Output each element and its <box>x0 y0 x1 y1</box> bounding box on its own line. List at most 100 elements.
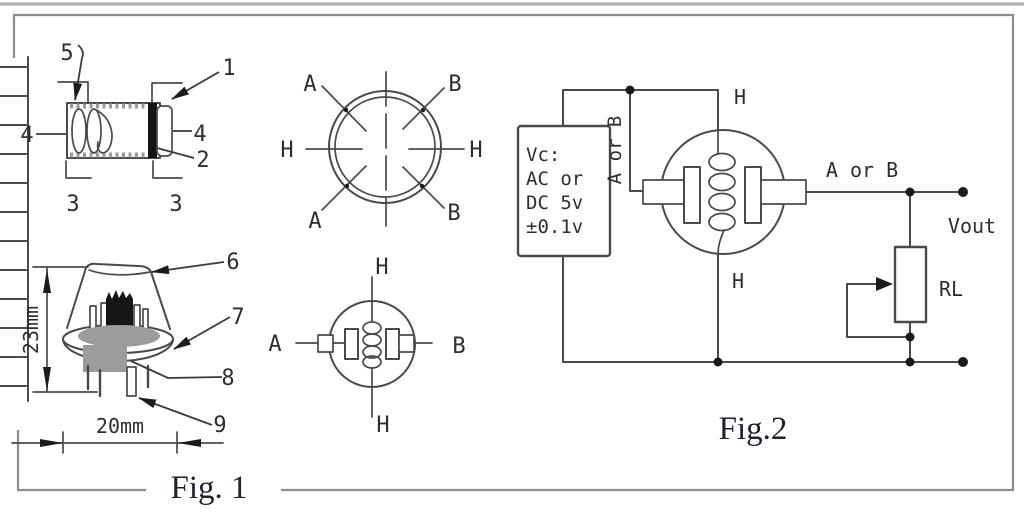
callout-2-leader <box>156 147 195 159</box>
lead-bracket-top-right <box>151 82 183 104</box>
dim-width-label: 20mm <box>96 414 144 438</box>
callout-1-leader <box>171 71 220 100</box>
heater-coil-tail <box>95 109 113 154</box>
pin-side-label-b: B <box>452 334 465 359</box>
pin-side-label-h-top: H <box>375 255 388 280</box>
electrode-plate-right <box>385 328 400 360</box>
lead-bracket-bottom-right <box>152 160 183 179</box>
page-frame <box>0 2 1024 492</box>
coil-loop <box>362 333 382 347</box>
h-label-bottom: H <box>732 269 744 293</box>
callout-7-leader <box>173 316 231 350</box>
load-resistor <box>893 245 928 324</box>
callout-6-label: 6 <box>226 250 239 275</box>
wiper-arrow <box>876 277 893 291</box>
callout-3-left-label: 3 <box>66 192 79 217</box>
pin-a-upper <box>321 85 367 132</box>
junction-dot <box>905 357 915 367</box>
pin-label-a-upper: A <box>303 72 316 97</box>
frame-border-left-bottom <box>16 430 146 492</box>
fig1-pin-layout-top: A B H H A B <box>280 71 483 234</box>
coil-loop <box>708 192 736 212</box>
pin-side-label-a: A <box>268 332 281 357</box>
pin-circle-inner <box>334 96 436 198</box>
dim-height-label: 23mm <box>19 306 43 354</box>
h-label-top: H <box>734 85 746 109</box>
inner-post <box>89 305 97 331</box>
pin-rim-dot <box>344 183 350 189</box>
pin-label-b-lower: B <box>447 201 460 226</box>
heater-coil-loop <box>71 108 87 154</box>
junction-dot <box>713 357 723 367</box>
base-disc <box>78 325 160 347</box>
callout-6-leader <box>151 261 225 275</box>
callout-2-label: 2 <box>196 148 209 173</box>
inner-post <box>142 308 149 331</box>
supply-text-line1: Vc: <box>526 144 560 166</box>
pin-rim-dot <box>420 107 426 113</box>
lead-bracket-bottom-left <box>65 160 92 179</box>
junction-dot <box>905 332 915 342</box>
pin-rim-dot <box>343 107 349 113</box>
dim-arrow-right <box>40 439 63 447</box>
pin-rim-dot <box>419 183 425 189</box>
callout-7-label: 7 <box>231 305 244 330</box>
electrode-bar <box>148 103 157 158</box>
coil-loop <box>362 321 382 335</box>
ceramic-tube-body <box>66 102 161 159</box>
branch-label-a-or-b: A or B <box>604 116 626 185</box>
pin-circle-outer <box>328 90 442 204</box>
callout-4-left-label: 4 <box>20 123 33 148</box>
dim-arrow-left <box>178 439 201 447</box>
fig1-caption: Fig. 1 <box>170 470 247 506</box>
callout-5-label: 5 <box>60 41 73 66</box>
supply-text-line2: AC or <box>526 168 583 190</box>
wire-top <box>562 89 719 131</box>
terminal-a <box>317 334 334 353</box>
fig1-core-section-view: 5 1 4 4 2 3 3 <box>20 41 235 217</box>
pin-label-b-upper: B <box>448 72 461 97</box>
pin-side-label-h-bottom: H <box>376 413 389 438</box>
electrode-plate-left <box>683 166 701 224</box>
fig2-circuit: Vc: AC or DC 5v ±0.1v <box>516 85 996 367</box>
wire-branch-aorb <box>629 89 644 192</box>
dim-arrow-up <box>43 269 51 293</box>
lead-bracket-top-left <box>57 81 89 104</box>
pin-label-h-left: H <box>280 138 293 163</box>
dim-arrow-down <box>43 367 51 391</box>
callout-5-hook <box>77 44 84 59</box>
callout-9-label: 9 <box>213 413 226 438</box>
callout-5-leader <box>73 57 83 101</box>
terminal-dot-vout <box>958 187 968 197</box>
callout-8-label: 8 <box>221 366 234 391</box>
pin-leg-highlight <box>126 366 137 397</box>
callout-8-leader <box>130 360 223 379</box>
supply-text-line4: ±0.1v <box>526 216 583 238</box>
fig1-pin-layout-side: A B H H <box>268 255 465 438</box>
sensing-element-mesh <box>106 290 133 325</box>
frame-border <box>12 13 1015 492</box>
wiper-return <box>846 283 911 338</box>
terminal-dot-gnd <box>958 357 968 367</box>
callout-4-right-label: 4 <box>193 122 206 147</box>
terminal-right <box>760 179 807 205</box>
supply-text-line3: DC 5v <box>526 192 583 214</box>
base-body <box>83 345 127 372</box>
pin-a-lower <box>321 165 367 211</box>
end-cap <box>156 105 173 157</box>
terminal-b <box>398 334 415 353</box>
wire-bottom-bus <box>562 255 964 363</box>
coil-loop <box>708 172 736 192</box>
housing-top-edge <box>88 269 151 276</box>
coil-loop <box>362 345 382 359</box>
fig2-caption: Fig.2 <box>719 411 788 447</box>
pin-label-h-right: H <box>469 138 482 163</box>
callout-3-right-label: 3 <box>169 192 182 217</box>
electrode-plate-right <box>744 166 762 224</box>
output-label-a-or-b: A or B <box>826 158 898 182</box>
junction-dot <box>625 85 635 95</box>
callout-9-leader <box>138 397 213 426</box>
coil-lead-bottom <box>717 229 725 255</box>
